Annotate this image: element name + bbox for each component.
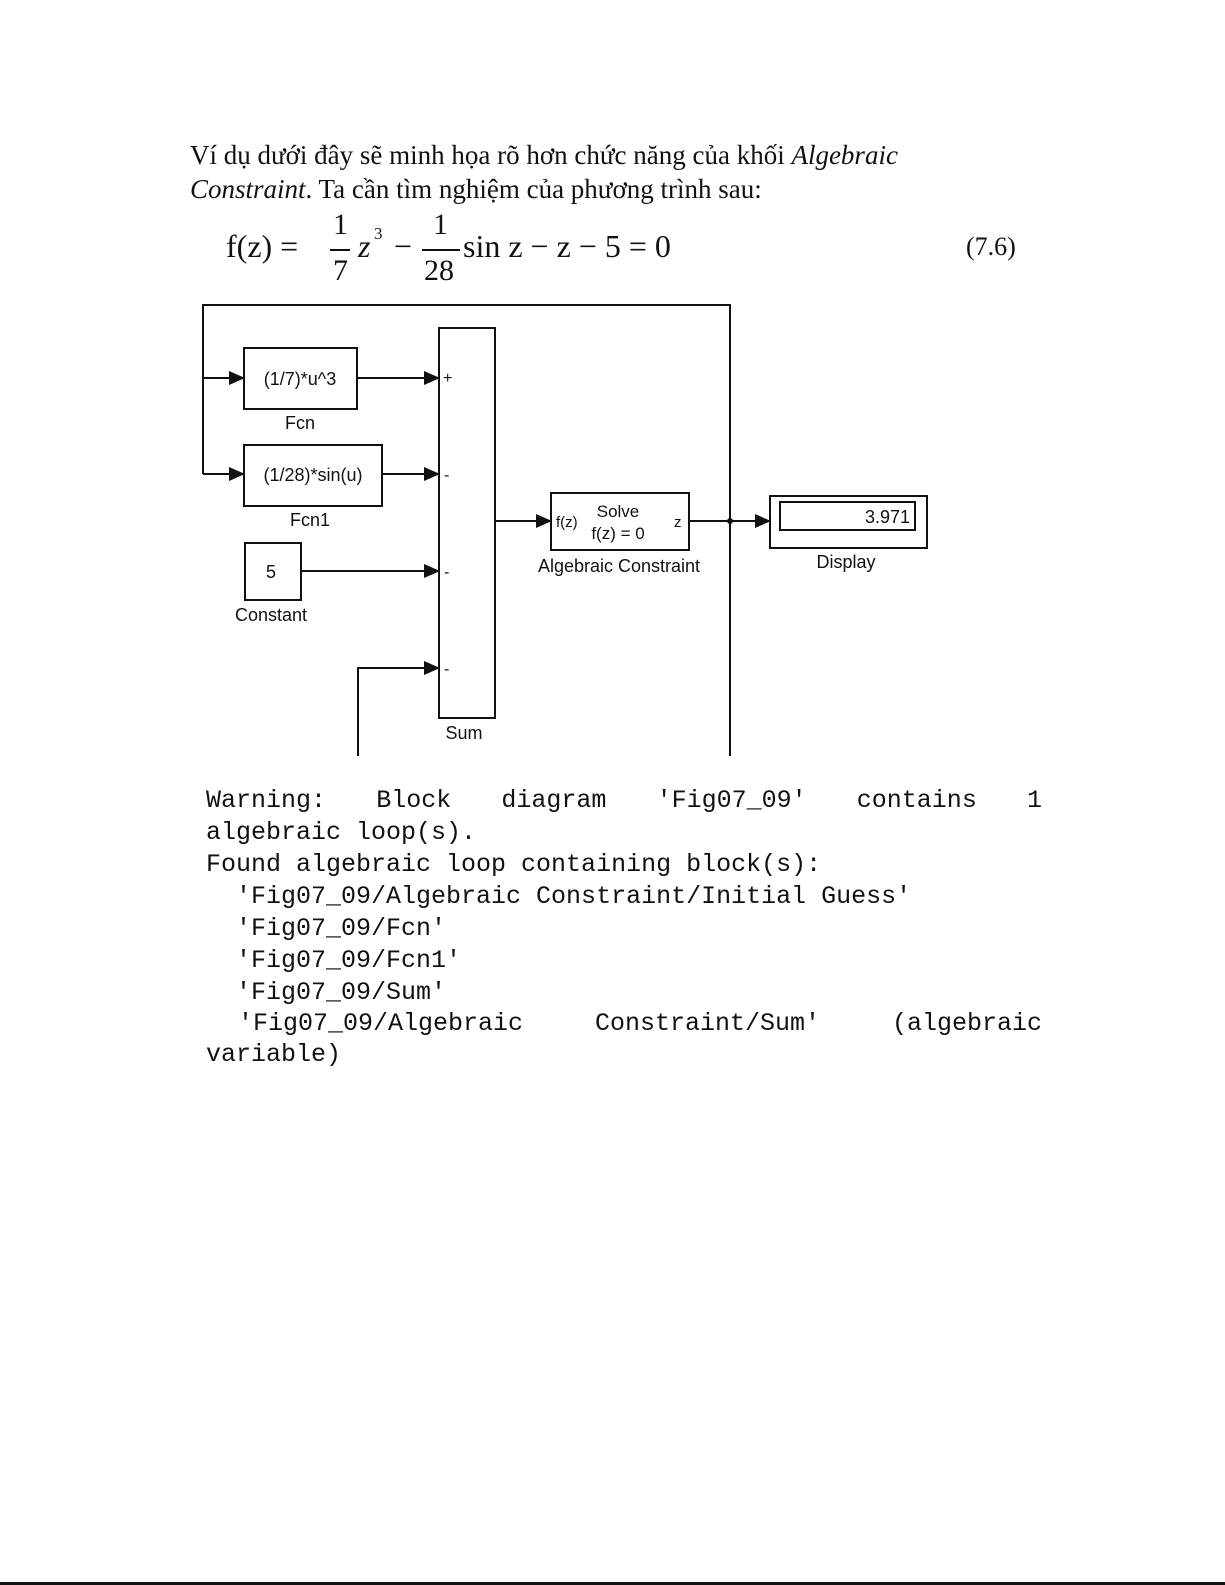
- paragraph-text: Ví dụ dưới đây sẽ minh họa rõ hơn chức n…: [190, 140, 792, 170]
- paragraph-text: . Ta cần tìm nghiệm của phương trình sau…: [305, 174, 762, 204]
- output-line: Found algebraic loop containing block(s)…: [206, 850, 822, 879]
- sum-sign-3: -: [444, 564, 449, 581]
- algebraic-equation-text: f(z) = 0: [591, 524, 644, 543]
- signal-loop-to-sum: [357, 661, 440, 756]
- display-block[interactable]: [769, 495, 928, 549]
- paragraph-line-2: Constraint. Ta cần tìm nghiệm của phương…: [190, 172, 762, 206]
- branch-point: [727, 518, 733, 524]
- fcn-label: Fcn: [285, 413, 315, 433]
- algebraic-constraint-block[interactable]: [550, 492, 690, 551]
- paragraph-line-1: Ví dụ dưới đây sẽ minh họa rõ hơn chức n…: [190, 138, 898, 172]
- fcn-expression: (1/7)*u^3: [264, 369, 336, 389]
- frac1-numerator: 1: [333, 208, 348, 241]
- sum-label: Sum: [445, 723, 482, 743]
- term1: z: [358, 228, 371, 264]
- output-line: algebraic loop(s).: [206, 818, 477, 847]
- output-line: 'Fig07_09/Algebraic Constraint/Sum' (alg…: [238, 1009, 1042, 1038]
- output-line: 'Fig07_09/Fcn1': [206, 946, 462, 975]
- sum-sign-2: -: [444, 467, 449, 484]
- sum-sign-4: -: [444, 661, 449, 678]
- page-border-bottom: [0, 1582, 1225, 1585]
- output-line: variable): [206, 1040, 342, 1069]
- display-label: Display: [816, 552, 875, 572]
- display-value: 3.971: [865, 507, 910, 527]
- block-name-italic: Constraint: [190, 174, 306, 204]
- feedback-line: [202, 304, 731, 521]
- sum-sign-1: +: [443, 370, 452, 387]
- output-line: 'Fig07_09/Algebraic Constraint/Initial G…: [206, 882, 912, 911]
- fcn-block[interactable]: [243, 347, 358, 410]
- fcn1-expression: (1/28)*sin(u): [263, 465, 362, 485]
- term1-exponent: 3: [374, 224, 383, 243]
- constant-value: 5: [266, 562, 276, 582]
- constant-block[interactable]: [244, 542, 302, 601]
- equation-lhs: f(z) =: [226, 228, 299, 264]
- algebraic-input-port: f(z): [556, 514, 578, 531]
- fcn1-label: Fcn1: [290, 510, 330, 530]
- algebraic-solve-text: Solve: [597, 502, 640, 521]
- output-line: 'Fig07_09/Sum': [206, 978, 447, 1007]
- frac2-denominator: 28: [424, 254, 454, 287]
- output-line: 'Fig07_09/Fcn': [206, 914, 447, 943]
- output-line: Warning: Block diagram 'Fig07_09' contai…: [206, 786, 1042, 815]
- constant-label: Constant: [235, 605, 307, 625]
- frac2-bar: [422, 249, 460, 251]
- frac1-denominator: 7: [333, 254, 348, 287]
- display-readout: [779, 501, 916, 531]
- frac1-bar: [330, 249, 350, 251]
- block-name-italic: Algebraic: [791, 140, 898, 170]
- algebraic-label: Algebraic Constraint: [538, 556, 700, 576]
- minus-sign: −: [394, 228, 413, 264]
- simulink-diagram: (1/7)*u^3 Fcn (1/28)*sin(u) Fcn1 5 Const…: [202, 304, 928, 756]
- algebraic-output-port: z: [674, 514, 682, 531]
- equation-number: (7.6): [966, 232, 1016, 261]
- term2: sin z − z − 5 = 0: [463, 228, 671, 264]
- frac2-numerator: 1: [433, 208, 448, 241]
- sum-block[interactable]: [438, 327, 496, 719]
- fcn1-block[interactable]: [243, 444, 383, 507]
